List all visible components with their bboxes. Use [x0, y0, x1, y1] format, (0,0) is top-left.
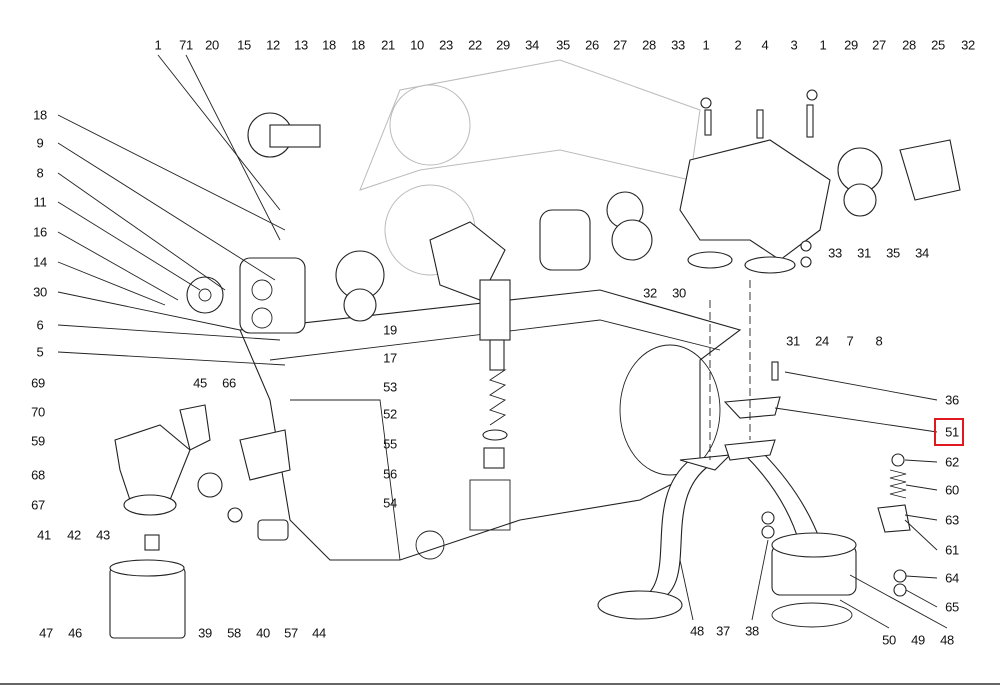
- callout-label-5: 5: [36, 344, 44, 360]
- callout-label-28: 28: [902, 37, 916, 53]
- callout-label-20: 20: [205, 37, 219, 53]
- callout-label-1: 1: [154, 37, 162, 53]
- callout-label-53: 53: [383, 379, 397, 395]
- callout-label-15: 15: [237, 37, 251, 53]
- callout-label-30: 30: [33, 284, 47, 300]
- callout-label-25: 25: [931, 37, 945, 53]
- callout-label-12: 12: [266, 37, 280, 53]
- callout-label-71: 71: [179, 37, 193, 53]
- callout-label-43: 43: [96, 527, 110, 543]
- callout-label-67: 67: [31, 497, 45, 513]
- callout-label-34: 34: [915, 245, 929, 261]
- callout-label-55: 55: [383, 436, 397, 452]
- callout-label-32: 32: [643, 285, 657, 301]
- callout-label-13: 13: [294, 37, 308, 53]
- callout-label-56: 56: [383, 466, 397, 482]
- highlight-box-51: [934, 418, 964, 446]
- callout-label-47: 47: [39, 625, 53, 641]
- callout-label-35: 35: [556, 37, 570, 53]
- callout-label-8: 8: [875, 333, 883, 349]
- callout-label-48: 48: [940, 632, 954, 648]
- oil-pickup-pipes: [597, 361, 911, 628]
- callout-label-10: 10: [410, 37, 424, 53]
- callout-label-4: 4: [761, 37, 769, 53]
- callout-label-69: 69: [31, 375, 45, 391]
- callout-label-40: 40: [256, 625, 270, 641]
- callout-label-21: 21: [381, 37, 395, 53]
- callout-label-27: 27: [613, 37, 627, 53]
- callout-label-34: 34: [525, 37, 539, 53]
- callout-label-29: 29: [496, 37, 510, 53]
- callout-label-63: 63: [945, 512, 959, 528]
- callout-label-59: 59: [31, 433, 45, 449]
- callout-label-30: 30: [672, 285, 686, 301]
- callout-label-27: 27: [872, 37, 886, 53]
- callout-label-68: 68: [31, 467, 45, 483]
- callout-label-22: 22: [468, 37, 482, 53]
- callout-label-18: 18: [33, 107, 47, 123]
- callout-label-1: 1: [702, 37, 710, 53]
- callout-label-57: 57: [284, 625, 298, 641]
- callout-label-33: 33: [828, 245, 842, 261]
- callout-label-7: 7: [846, 333, 854, 349]
- callout-label-44: 44: [312, 625, 326, 641]
- callout-label-49: 49: [911, 632, 925, 648]
- callout-label-61: 61: [945, 542, 959, 558]
- callout-label-16: 16: [33, 224, 47, 240]
- callout-label-3: 3: [790, 37, 798, 53]
- callout-label-23: 23: [439, 37, 453, 53]
- callout-label-38: 38: [745, 623, 759, 639]
- callout-label-54: 54: [383, 495, 397, 511]
- callout-label-58: 58: [227, 625, 241, 641]
- callout-label-24: 24: [815, 333, 829, 349]
- callout-label-62: 62: [945, 454, 959, 470]
- callout-label-9: 9: [36, 135, 44, 151]
- oil-pump-left: [186, 112, 385, 334]
- callout-label-31: 31: [786, 333, 800, 349]
- callout-label-46: 46: [68, 625, 82, 641]
- callout-label-6: 6: [36, 317, 44, 333]
- callout-label-42: 42: [67, 527, 81, 543]
- callout-label-18: 18: [351, 37, 365, 53]
- callout-label-41: 41: [37, 527, 51, 543]
- callout-label-14: 14: [33, 254, 47, 270]
- oil-filter-assembly: [109, 404, 291, 639]
- callout-label-66: 66: [222, 375, 236, 391]
- callout-label-64: 64: [945, 570, 959, 586]
- callout-label-26: 26: [585, 37, 599, 53]
- callout-label-8: 8: [36, 165, 44, 181]
- callout-label-51: 51: [945, 424, 959, 440]
- callout-label-31: 31: [857, 245, 871, 261]
- callout-label-60: 60: [945, 482, 959, 498]
- engine-block-outline: [359, 59, 701, 276]
- callout-label-29: 29: [844, 37, 858, 53]
- callout-label-2: 2: [734, 37, 742, 53]
- callout-label-35: 35: [886, 245, 900, 261]
- leader-lines: [57, 54, 948, 629]
- callout-label-18: 18: [322, 37, 336, 53]
- callout-label-65: 65: [945, 599, 959, 615]
- callout-label-32: 32: [961, 37, 975, 53]
- callout-label-36: 36: [945, 392, 959, 408]
- callout-label-17: 17: [383, 350, 397, 366]
- pump-cover-center: [429, 191, 653, 469]
- callout-label-48: 48: [690, 623, 704, 639]
- callout-label-28: 28: [642, 37, 656, 53]
- callout-label-33: 33: [671, 37, 685, 53]
- callout-label-45: 45: [193, 375, 207, 391]
- callout-label-11: 11: [33, 194, 47, 210]
- callout-label-37: 37: [716, 623, 730, 639]
- callout-label-19: 19: [383, 322, 397, 338]
- callout-label-52: 52: [383, 406, 397, 422]
- callout-label-1: 1: [819, 37, 827, 53]
- callout-label-39: 39: [198, 625, 212, 641]
- callout-label-50: 50: [882, 632, 896, 648]
- callout-label-70: 70: [31, 404, 45, 420]
- oil-pump-right: [679, 89, 961, 274]
